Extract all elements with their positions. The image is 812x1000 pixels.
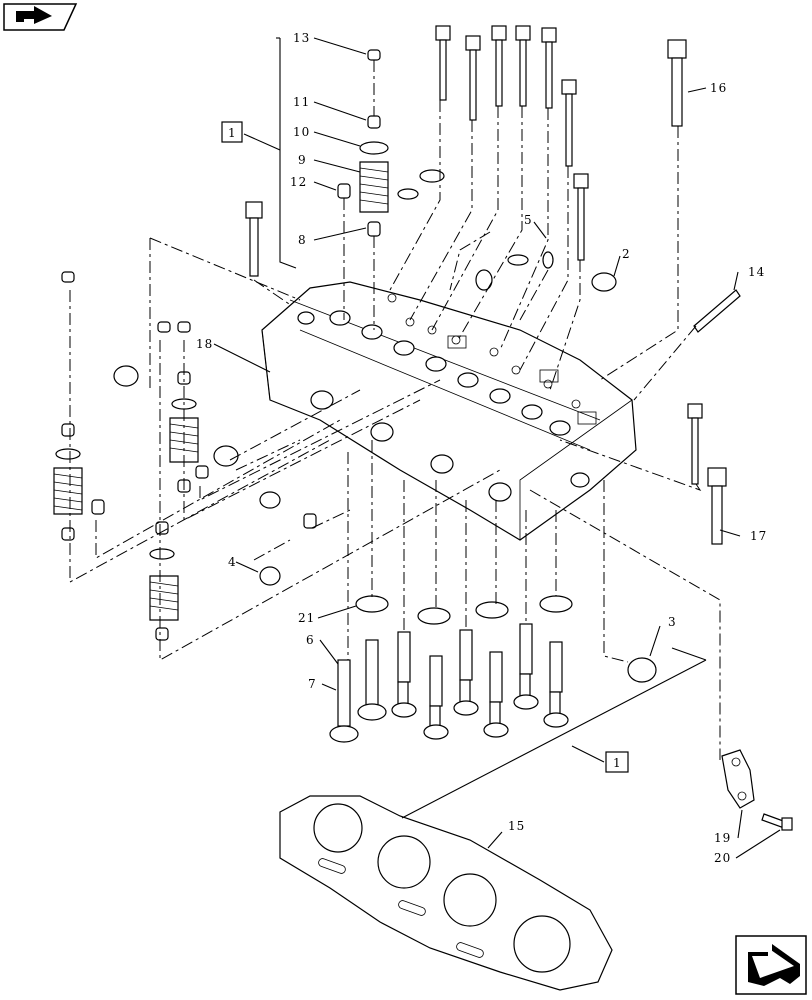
callout-17: 17 bbox=[750, 529, 767, 543]
lifting-bracket bbox=[721, 749, 793, 831]
valve bbox=[391, 681, 417, 718]
callout-20: 20 bbox=[714, 851, 731, 865]
callout-8: 8 bbox=[298, 233, 307, 247]
valve bbox=[329, 659, 359, 743]
callout-2: 2 bbox=[622, 247, 631, 261]
bolt bbox=[687, 403, 703, 485]
valve-guides bbox=[355, 595, 573, 707]
valve bbox=[483, 701, 509, 738]
bolt bbox=[515, 25, 531, 107]
valve bbox=[543, 691, 569, 728]
callout-18: 18 bbox=[196, 337, 213, 351]
valve-spring-stack-left bbox=[53, 271, 317, 641]
head-bolts bbox=[245, 25, 727, 545]
valve bbox=[423, 705, 449, 740]
arrow-down-left-icon[interactable] bbox=[735, 935, 807, 995]
assembly-lines bbox=[69, 60, 721, 760]
callout-10: 10 bbox=[293, 125, 310, 139]
boxed-reference-bottom-label: 1 bbox=[613, 756, 622, 770]
valve bbox=[513, 673, 539, 710]
boxed-reference-top-label: 1 bbox=[228, 126, 237, 140]
bolt bbox=[465, 35, 481, 121]
bolt bbox=[541, 27, 557, 109]
callout-11: 11 bbox=[293, 95, 310, 109]
callout-13: 13 bbox=[293, 31, 310, 45]
callout-labels: 13 11 10 9 12 8 16 14 2 5 18 4 21 6 7 3 … bbox=[196, 31, 767, 865]
arrow-right-icon[interactable] bbox=[3, 3, 78, 31]
bolt bbox=[245, 201, 263, 277]
valves bbox=[329, 639, 569, 743]
callout-7: 7 bbox=[308, 677, 317, 691]
callout-15: 15 bbox=[508, 819, 525, 833]
valve bbox=[357, 639, 387, 721]
callout-3: 3 bbox=[668, 615, 677, 629]
callout-21: 21 bbox=[298, 611, 315, 625]
leader-lines bbox=[213, 37, 781, 859]
bolt bbox=[435, 25, 451, 101]
callout-9: 9 bbox=[298, 153, 307, 167]
callout-19: 19 bbox=[714, 831, 731, 845]
callout-16: 16 bbox=[710, 81, 727, 95]
callout-12: 12 bbox=[290, 175, 307, 189]
cylinder-head bbox=[261, 281, 637, 541]
boxed-reference-top: 1 bbox=[221, 121, 243, 143]
valve bbox=[453, 679, 479, 716]
head-gasket bbox=[279, 795, 613, 991]
callout-6: 6 bbox=[306, 633, 315, 647]
callout-5: 5 bbox=[524, 213, 533, 227]
bolt bbox=[561, 79, 577, 167]
bolt bbox=[491, 25, 507, 107]
bolt bbox=[573, 173, 589, 261]
boxed-reference-bottom: 1 bbox=[605, 751, 629, 773]
bolt bbox=[667, 39, 687, 127]
bolt bbox=[707, 467, 727, 545]
callout-4: 4 bbox=[228, 555, 237, 569]
callout-14: 14 bbox=[748, 265, 765, 279]
valve-spring-stack-top bbox=[337, 49, 389, 237]
stud bbox=[693, 289, 741, 333]
